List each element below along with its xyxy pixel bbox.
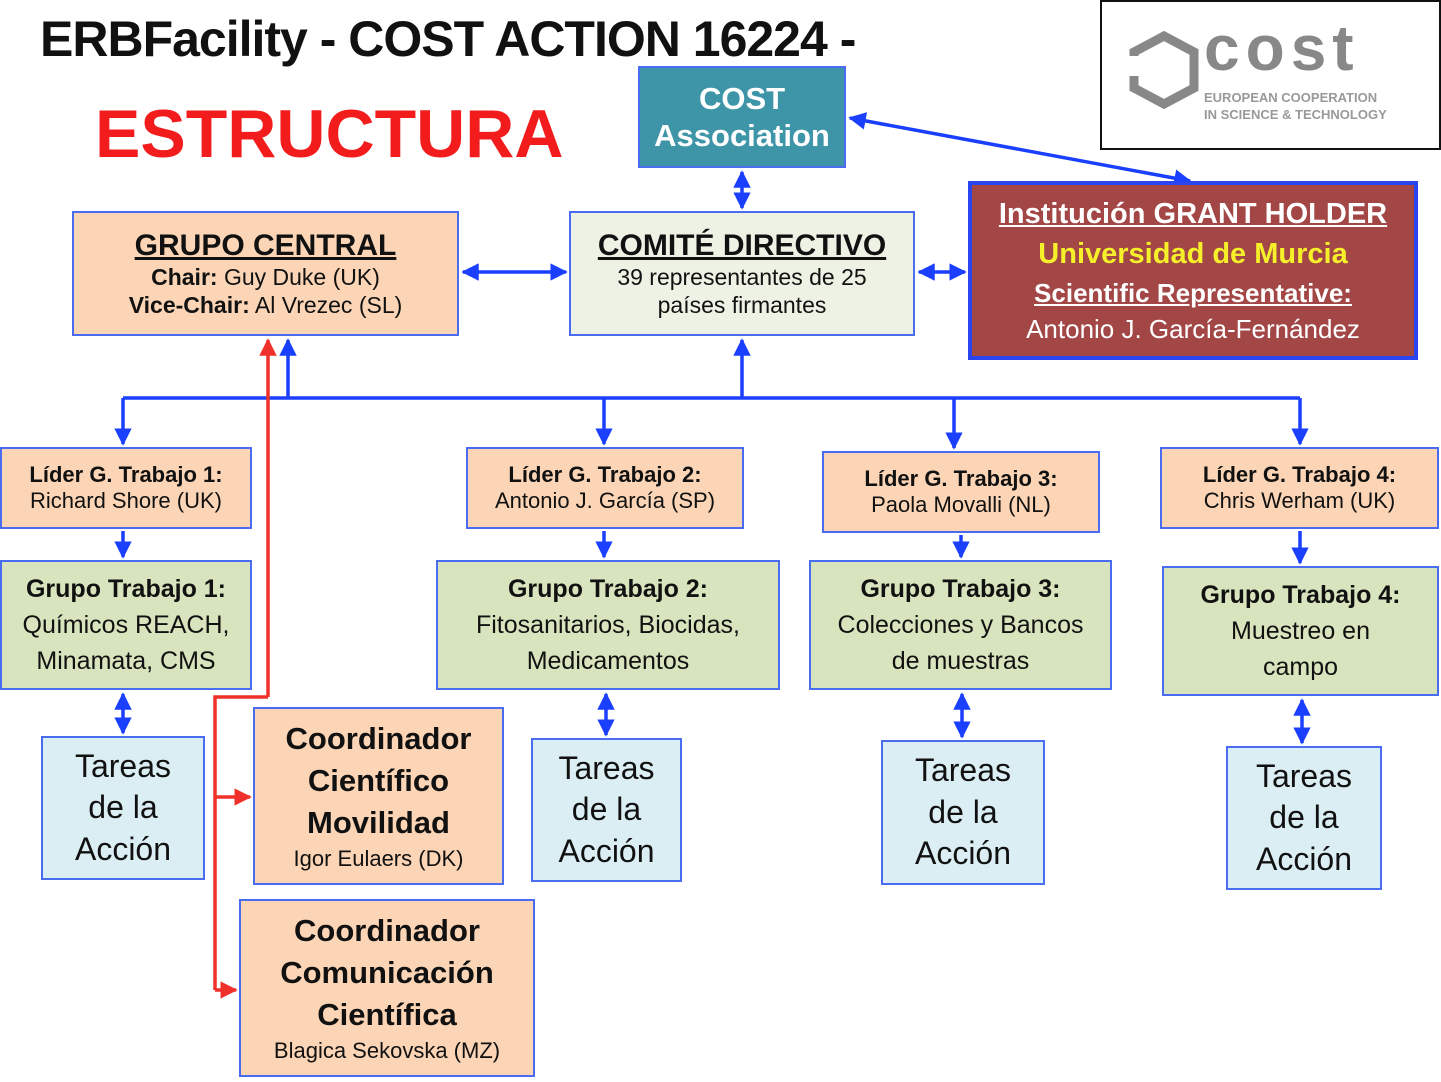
grupo-central-box: GRUPO CENTRAL Chair: Guy Duke (UK) Vice-… bbox=[72, 211, 459, 336]
page-subtitle: ESTRUCTURA bbox=[95, 96, 564, 172]
leader-box-4: Líder G. Trabajo 4:Chris Werham (UK) bbox=[1160, 447, 1439, 529]
page-title: ERBFacility - COST ACTION 16224 - bbox=[40, 11, 856, 67]
group-box-2: Grupo Trabajo 2:Fitosanitarios, Biocidas… bbox=[436, 560, 780, 690]
leader-box-2: Líder G. Trabajo 2:Antonio J. García (SP… bbox=[466, 447, 744, 529]
comite-directivo-box: COMITÉ DIRECTIVO 39 representantes de 25… bbox=[569, 211, 915, 336]
logo-tagline-line1: EUROPEAN COOPERATION bbox=[1204, 90, 1378, 105]
leader-box-3: Líder G. Trabajo 3:Paola Movalli (NL) bbox=[822, 451, 1100, 533]
group-box-1: Grupo Trabajo 1:Químicos REACH,Minamata,… bbox=[0, 560, 252, 690]
logo-word: cost bbox=[1204, 12, 1360, 84]
hexagon-logo-icon bbox=[1129, 30, 1199, 110]
leader-box-1: Líder G. Trabajo 1:Richard Shore (UK) bbox=[0, 447, 252, 529]
grant-holder-box: Institución GRANT HOLDER Universidad de … bbox=[968, 181, 1418, 360]
logo-tagline-line2: IN SCIENCE & TECHNOLOGY bbox=[1204, 106, 1387, 122]
